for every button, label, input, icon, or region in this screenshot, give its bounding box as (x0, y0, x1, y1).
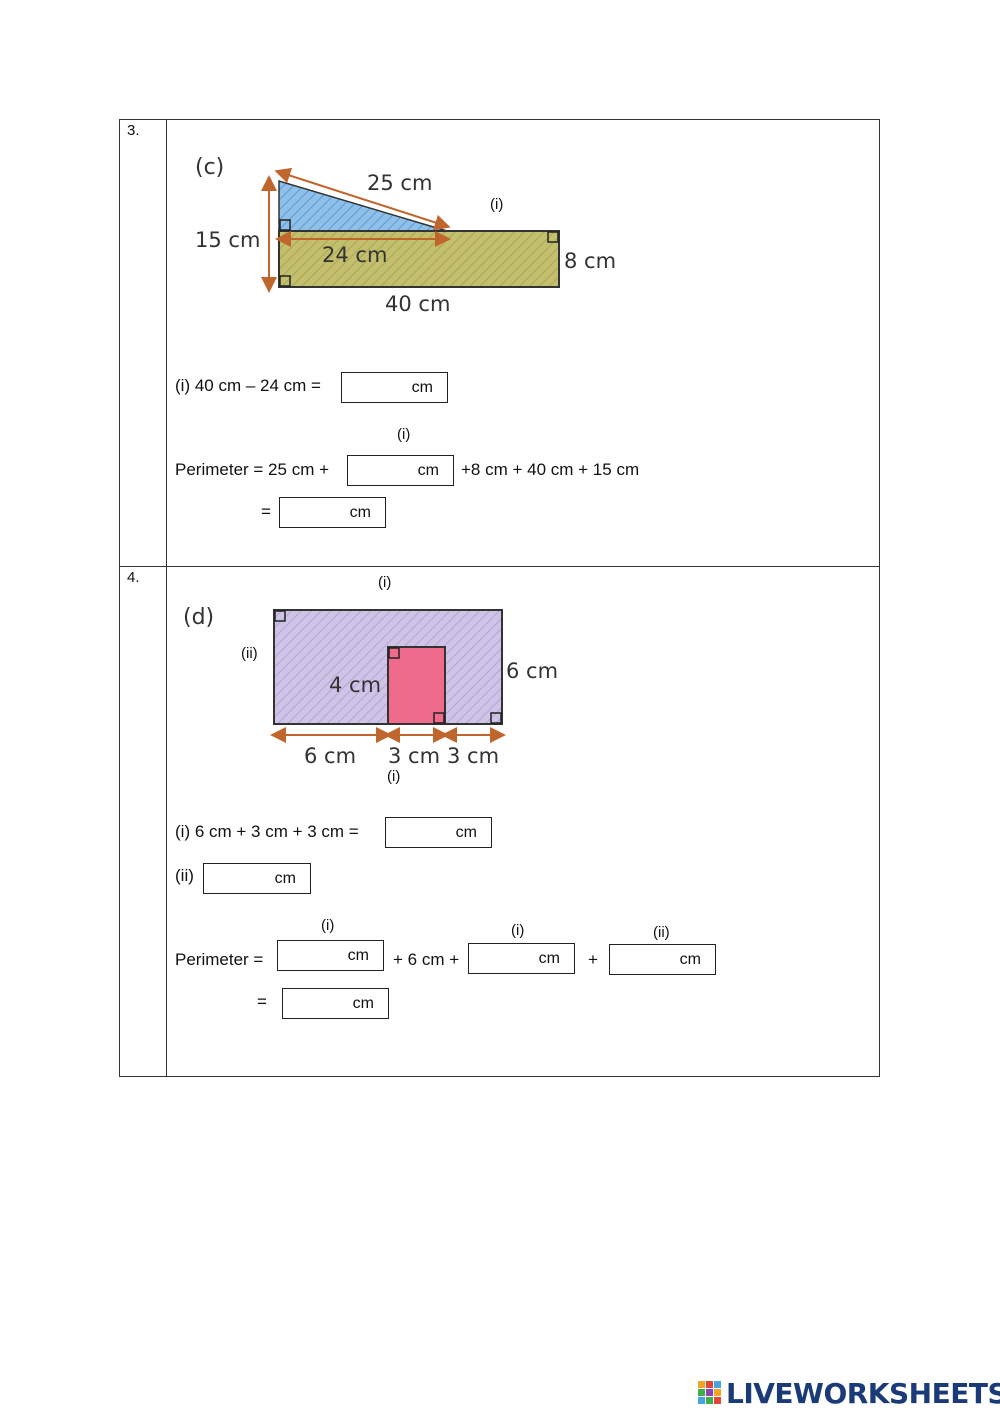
label-inner: 24 cm (322, 243, 387, 267)
q3-step2-lead: Perimeter = 25 cm + (175, 460, 330, 479)
answer-input[interactable] (472, 947, 531, 971)
answer-box[interactable]: cm (282, 988, 389, 1019)
marker-ii: (ii) (653, 924, 670, 941)
answer-box[interactable]: cm (203, 863, 311, 894)
q4-step3-mid2: + (588, 950, 598, 969)
unit-label: cm (352, 995, 374, 1012)
table-column-divider (166, 119, 167, 1077)
table-row-divider (119, 566, 880, 567)
unit-label: cm (411, 379, 433, 396)
answer-box[interactable]: cm (609, 944, 716, 975)
equals-sign: = (257, 992, 267, 1011)
answer-input[interactable] (283, 501, 342, 525)
label-bottom-a: 6 cm (304, 744, 356, 768)
marker-i: (i) (490, 196, 504, 213)
answer-input[interactable] (389, 821, 448, 845)
q4-step2-text: (ii) (175, 866, 194, 885)
answer-input[interactable] (351, 459, 410, 483)
answer-input[interactable] (613, 948, 672, 972)
inner-rectangle-shape (387, 646, 446, 725)
liveworksheets-logo: LIVEWORKSHEETS (697, 1376, 1000, 1410)
label-bottom-c: 3 cm (447, 744, 499, 768)
equals-sign: = (261, 502, 271, 521)
answer-box[interactable]: cm (277, 940, 384, 971)
answer-box[interactable]: cm (341, 372, 448, 403)
unit-label: cm (349, 504, 371, 521)
question-number: 3. (127, 122, 140, 139)
q4-step3-mid1: + 6 cm + (393, 950, 460, 969)
figure-d: (d) 4 cm 6 cm 6 cm 3 cm 3 cm (183, 605, 558, 768)
answer-input[interactable] (345, 376, 404, 400)
label-hyp: 25 cm (367, 171, 432, 195)
q4-step1-text: (i) 6 cm + 3 cm + 3 cm = (175, 822, 359, 841)
marker-i: (i) (511, 922, 525, 939)
unit-label: cm (538, 950, 560, 967)
logo-icon (698, 1381, 721, 1404)
unit-label: cm (274, 870, 296, 887)
unit-label: cm (347, 947, 369, 964)
q3-step1-text: (i) 40 cm – 24 cm = (175, 376, 321, 395)
question-number: 4. (127, 569, 140, 586)
q3-step2-tail: +8 cm + 40 cm + 15 cm (461, 460, 640, 479)
label-right: 6 cm (506, 659, 558, 683)
answer-box[interactable]: cm (347, 455, 454, 486)
logo-text: LIVEWORKSHEETS (726, 1376, 1000, 1410)
answer-box[interactable]: cm (279, 497, 386, 528)
worksheet-table (119, 119, 880, 1077)
marker-i: (i) (378, 574, 392, 591)
label-height: 15 cm (195, 228, 260, 252)
figure-label: (d) (183, 605, 214, 630)
figure-c: (c) 25 cm 15 cm 24 cm 8 cm 40 cm (195, 155, 616, 316)
answer-input[interactable] (207, 867, 266, 891)
unit-label: cm (455, 824, 477, 841)
marker-ii: (ii) (241, 645, 258, 662)
marker-i: (i) (387, 768, 401, 785)
q4-step3-lead: Perimeter = (175, 950, 264, 969)
answer-input[interactable] (286, 992, 345, 1016)
label-bottom: 40 cm (385, 292, 450, 316)
marker-i: (i) (397, 426, 411, 443)
answer-input[interactable] (281, 944, 340, 968)
answer-box[interactable]: cm (385, 817, 492, 848)
label-inner-height: 4 cm (329, 673, 381, 697)
marker-i: (i) (321, 917, 335, 934)
label-right: 8 cm (564, 249, 616, 273)
answer-box[interactable]: cm (468, 943, 575, 974)
label-bottom-b: 3 cm (388, 744, 440, 768)
unit-label: cm (679, 951, 701, 968)
unit-label: cm (417, 462, 439, 479)
figure-label: (c) (195, 155, 224, 180)
